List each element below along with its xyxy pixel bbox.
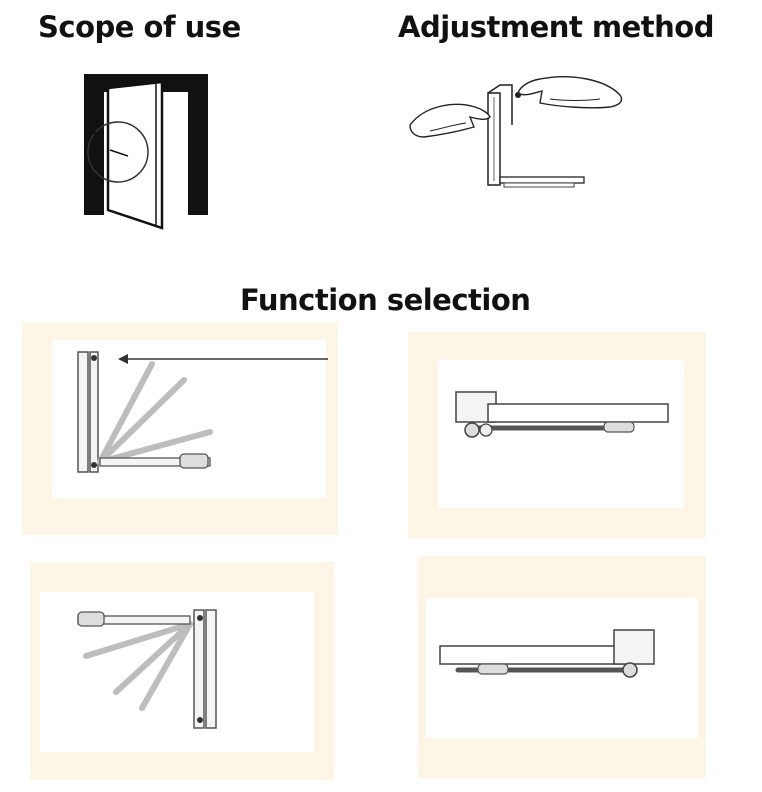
panel-closer-left-mount (408, 332, 706, 538)
hands-adjusting-icon (409, 76, 623, 188)
hinge-swing-right-icon (77, 351, 328, 473)
door-frame-illustration (70, 70, 220, 230)
hinge-swing-left-icon (77, 609, 217, 729)
function-selection-heading: Function selection (240, 283, 531, 317)
scope-of-use-heading: Scope of use (38, 10, 241, 44)
panel-hinge-left-swing (30, 562, 334, 780)
door-icon (84, 74, 208, 230)
panel-hinge-right-swing (22, 322, 338, 535)
adjustment-method-heading: Adjustment method (398, 10, 714, 44)
panel-closer-right-mount (418, 556, 706, 778)
closer-top-left-icon (455, 391, 669, 438)
adjustment-illustration (400, 65, 630, 205)
closer-top-right-icon (439, 629, 655, 678)
